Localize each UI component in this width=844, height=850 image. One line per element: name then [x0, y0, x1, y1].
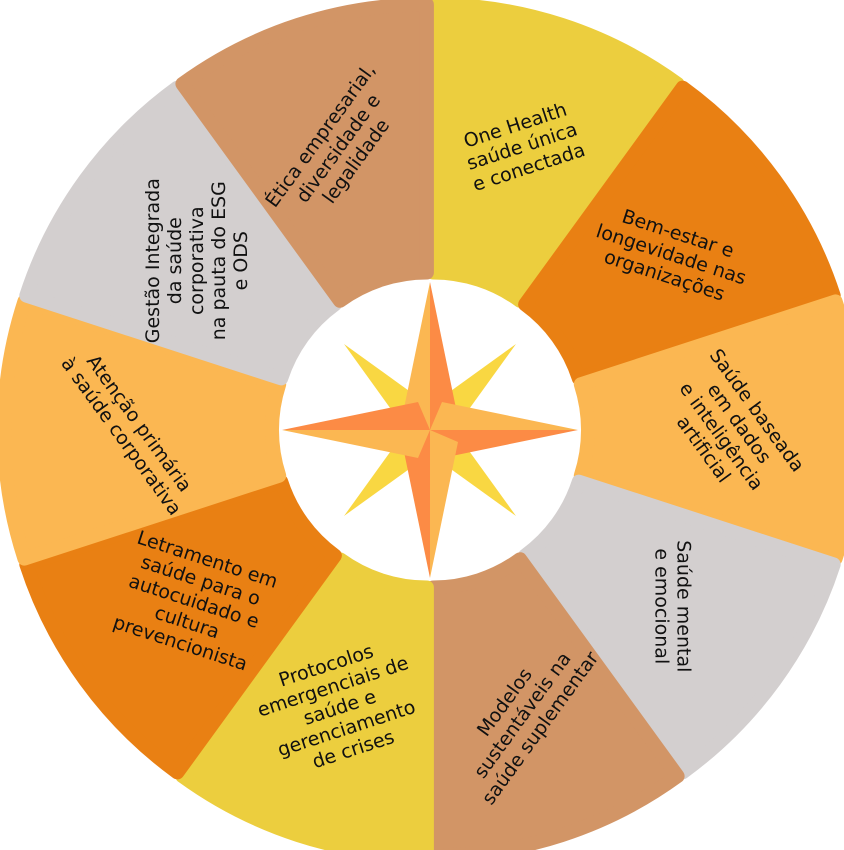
wheel-segment-10	[175, 0, 434, 308]
wheel-segment-9	[19, 80, 342, 386]
wheel-segment-1	[426, 0, 685, 308]
wheel-segment-8	[0, 294, 287, 566]
star-cardinal-light	[282, 430, 430, 458]
segment-label-line: da saúde	[164, 217, 186, 304]
compass-star-icon	[282, 282, 578, 578]
star-cardinal-dark	[430, 430, 578, 458]
wheel-segment-2	[518, 80, 841, 386]
segment-label-line: Gestão Integrada	[142, 178, 164, 343]
segment-label-line: e ODS	[230, 231, 252, 290]
segment-label-line: na pauta do ESG	[208, 181, 230, 340]
segment-label-line: corporativa	[186, 206, 208, 315]
star-cardinal-light	[430, 402, 578, 430]
star-cardinal-dark	[282, 402, 430, 430]
star-cardinal-light	[402, 282, 430, 430]
star-cardinal-dark	[430, 282, 458, 430]
star-cardinal-light	[430, 430, 458, 578]
segment-label-line: e emocional	[651, 548, 673, 664]
wheel-segment-6	[175, 552, 434, 850]
wheel-segment-4	[518, 474, 841, 780]
wheel-segment-5	[426, 552, 685, 850]
wheel-segment-3	[573, 294, 844, 566]
star-cardinal-dark	[402, 430, 430, 578]
segment-label-line: Saúde mental	[673, 540, 695, 672]
wheel-segment-7	[19, 474, 342, 780]
